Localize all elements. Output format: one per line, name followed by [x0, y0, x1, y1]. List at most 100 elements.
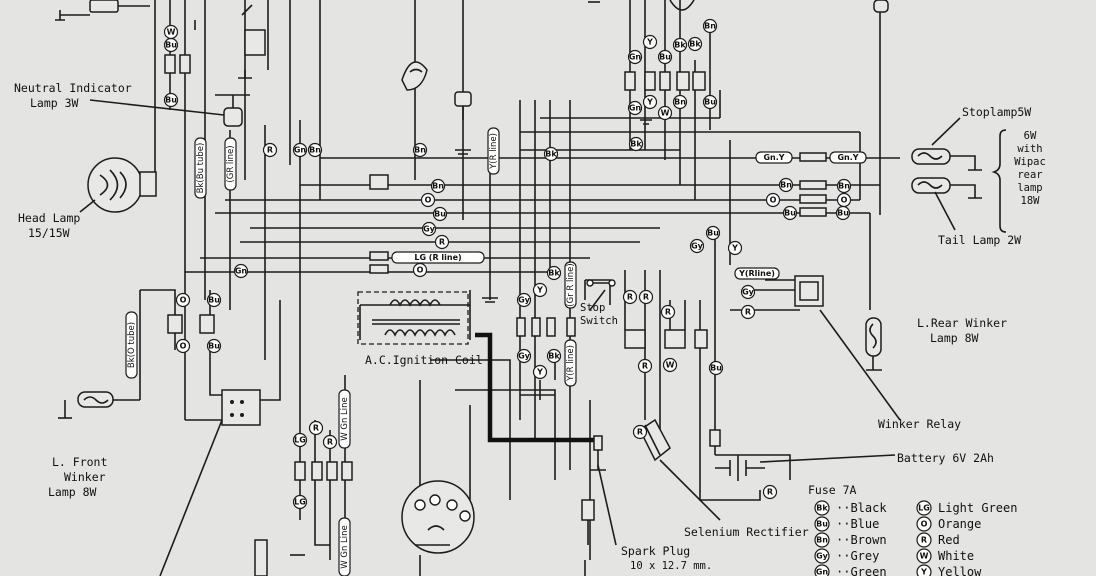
wire-code-circle [432, 206, 448, 222]
key-swatch-w [916, 548, 932, 564]
wire-code-circle [532, 364, 548, 380]
spark-plug-label-2: 10 x 12.7 mm. [630, 560, 712, 572]
key-code-o: O [921, 520, 928, 529]
wire-code-circle [672, 37, 688, 53]
wire-code-w: W [666, 361, 675, 370]
leader-lines [79, 99, 961, 576]
wire-code-r: R [665, 308, 671, 317]
fuse-label: Fuse 7A [808, 483, 857, 497]
wire-code-bn: Bn [838, 182, 850, 191]
stop-switch [586, 279, 616, 287]
key-swatch-gn [814, 564, 830, 576]
wire-code-circle [622, 289, 638, 305]
wire-code-circle [420, 192, 436, 208]
rear-winker-lamp [865, 317, 882, 371]
tag-lg-r-line: LG (R line) [414, 253, 461, 262]
wire-code-bu: Bu [707, 229, 719, 238]
key-swatch-y [916, 564, 932, 576]
spark-plug-label-1: Spark Plug [621, 544, 690, 558]
wire-code-y: Y [536, 286, 543, 295]
wire-code-gn: Gn [629, 53, 642, 62]
key-name-y: Yellow [938, 565, 982, 576]
key-code-y: Y [920, 568, 927, 576]
component-labels: Neutral Indicator Lamp 3W Head Lamp 15/1… [14, 81, 1046, 572]
key-code-lg: LG [918, 504, 930, 513]
wire-code-r: R [627, 293, 633, 302]
wire-code-bu: Bu [434, 210, 446, 219]
wire-code-circle [638, 289, 654, 305]
key-name-gy: ··Grey [836, 549, 879, 563]
wire-code-bu: Bu [784, 209, 796, 218]
key-name-gn: ··Green [836, 565, 887, 576]
head-lamp-label-1: Head Lamp [18, 211, 80, 225]
wire-code-circle [292, 494, 308, 510]
wire-code-r: R [313, 424, 319, 433]
wire-code-bn: Bn [432, 182, 444, 191]
wire-code-circle [642, 94, 658, 110]
wire-code-circle [702, 94, 718, 110]
wire-code-gy: Gy [742, 288, 755, 297]
wire-code-circle [740, 304, 756, 320]
stop-lamp-label: Stoplamp5W [962, 105, 1031, 119]
key-code-w: W [920, 552, 929, 561]
top-center-lamp [669, 0, 695, 11]
wire-code-r: R [643, 293, 649, 302]
wire-code-gn: Gn [235, 267, 248, 276]
wire-code-w: W [661, 109, 670, 118]
key-code-gn: Gn [816, 568, 829, 576]
wire-code-r: R [267, 146, 273, 155]
front-winker-lamp [58, 391, 114, 419]
wire-code-o: O [770, 196, 777, 205]
stop-switch-label-2: Switch [580, 315, 618, 327]
wire-code-circle [307, 142, 323, 158]
top-right-lamp [873, 0, 889, 13]
wire-code-circle [175, 338, 191, 354]
wire-code-circle [687, 36, 703, 52]
key-code-bn: Bn [816, 536, 828, 545]
spark-plug [581, 435, 606, 545]
front-winker-label-1: L. Front [52, 455, 107, 469]
top-switch [238, 4, 266, 79]
wipac-note-1: 6W [1024, 130, 1037, 142]
wire-code-circle [421, 221, 437, 237]
selenium-rectifier [639, 418, 671, 462]
wire-line-tags: Gn.Y Gn.Y LG (R line) Y(Rline) Bk(Bu tub… [125, 127, 867, 576]
wire-code-circle [262, 142, 278, 158]
wire-code-circle [727, 240, 743, 256]
tail-lamp [911, 177, 982, 199]
front-winker-label-2: Winker [64, 470, 106, 484]
key-code-bu: Bu [816, 520, 828, 529]
wire-code-r: R [767, 488, 773, 497]
wipac-note-4: rear [1017, 169, 1042, 181]
wire-code-o: O [180, 296, 187, 305]
tag-bk-o-tube: Bk(O tube) [127, 322, 137, 368]
wire-code-circle [637, 358, 653, 374]
wire-code-bk: Bk [630, 140, 642, 149]
wire-code-bu: Bu [837, 209, 849, 218]
key-swatch-bn [814, 532, 830, 548]
wire-code-gn: Gn [629, 104, 642, 113]
wire-code-gy: Gy [423, 225, 436, 234]
wipac-note-3: Wipac [1014, 156, 1046, 168]
key-name-w: White [938, 549, 974, 563]
wire-code-circle [778, 177, 794, 193]
key-swatch-gy [814, 548, 830, 564]
key-swatch-o [916, 516, 932, 532]
wire-code-circle [672, 94, 688, 110]
wire-code-lg: LG [294, 436, 306, 445]
wire-code-circle [206, 338, 222, 354]
stop-lamp [911, 148, 982, 171]
wire-code-r: R [745, 308, 751, 317]
tail-lamp-label: Tail Lamp 2W [938, 233, 1021, 247]
wire-code-r: R [439, 238, 445, 247]
wire-code-gn: Gn [294, 146, 307, 155]
tag-w-gn-line-2: W Gn Line [340, 525, 350, 569]
wire-code-circle [434, 234, 450, 250]
wire-code-circle [762, 484, 778, 500]
wire-code-bu: Bu [208, 296, 220, 305]
wire-code-circle [657, 105, 673, 121]
wipac-note-5: lamp [1017, 182, 1042, 194]
wire-code-bn: Bn [674, 98, 686, 107]
wire-code-circle [657, 49, 673, 65]
